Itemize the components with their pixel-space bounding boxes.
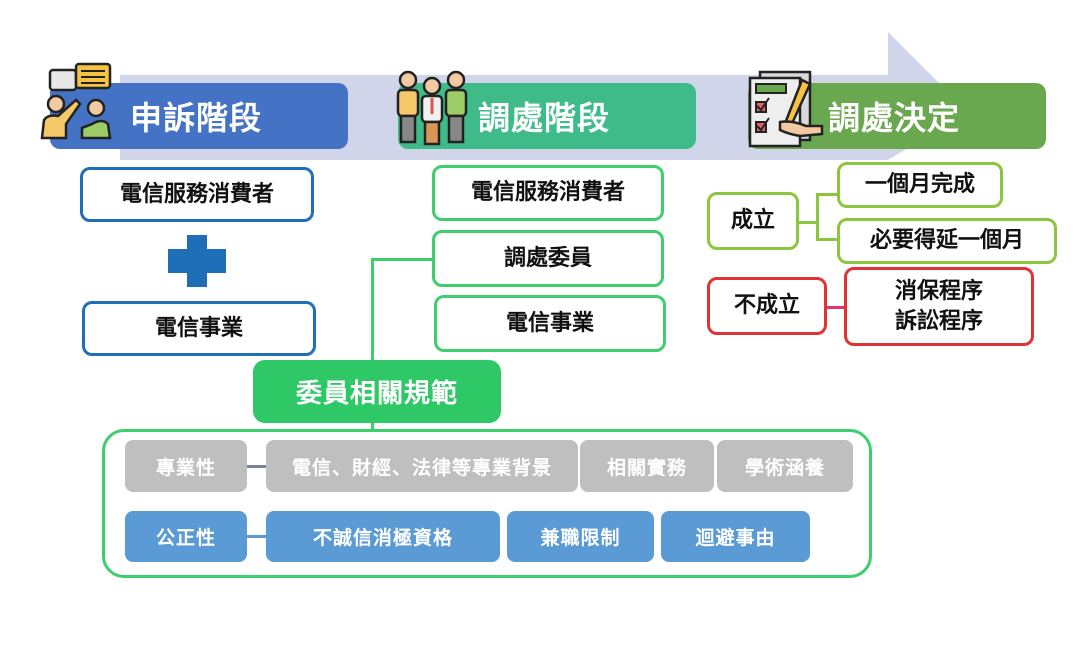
mediation-telecom-label: 電信事業 <box>505 310 594 336</box>
checklist-sign-icon <box>748 70 824 148</box>
mediation-consumer-label: 電信服務消費者 <box>470 180 625 206</box>
complaint-consumer-label: 電信服務消費者 <box>119 181 274 207</box>
complaint-telecom-label: 電信事業 <box>154 315 243 341</box>
not-established-connector <box>827 306 845 309</box>
decision-not-established-label: 不成立 <box>733 293 800 319</box>
group-people-icon <box>396 70 468 146</box>
stage-mediation-label: 調處階段 <box>478 99 611 137</box>
established-connector <box>799 221 817 224</box>
professionalism-connector <box>247 465 267 468</box>
norm-impartiality-item-text: 兼職限制 <box>540 527 621 549</box>
mediation-mediator-box: 調處委員 <box>432 230 664 287</box>
outcome-consumer-protection-label: 消保程序 <box>894 278 983 304</box>
norm-impartiality-item: 不誠信消極資格 <box>266 511 500 562</box>
impartiality-connector <box>247 535 267 538</box>
norm-impartiality-label: 公正性 <box>125 511 247 562</box>
decision-established-label: 成立 <box>730 208 775 234</box>
established-connector-bottom <box>816 238 838 241</box>
established-connector-vertical <box>816 193 819 241</box>
mediation-mediator-label: 調處委員 <box>503 245 592 271</box>
decision-established-box: 成立 <box>707 192 799 250</box>
mediation-consumer-box: 電信服務消費者 <box>432 165 664 221</box>
norm-professionalism-label: 專業性 <box>125 440 247 492</box>
outcome-one-month-box: 一個月完成 <box>837 162 1003 208</box>
connector-mediator-horizontal <box>371 258 433 261</box>
established-connector-top <box>816 193 838 196</box>
complaint-telecom-box: 電信事業 <box>82 301 316 356</box>
discussion-icon <box>40 62 112 140</box>
norm-professionalism-item-text: 電信、財經、法律等專業背景 <box>291 456 552 479</box>
outcome-one-month-label: 一個月完成 <box>864 172 975 198</box>
norm-professionalism-item: 學術涵養 <box>717 440 853 492</box>
complaint-consumer-box: 電信服務消費者 <box>80 167 314 222</box>
norm-professionalism-text: 專業性 <box>155 456 216 479</box>
decision-not-established-box: 不成立 <box>707 277 827 335</box>
outcome-extend-box: 必要得延一個月 <box>837 218 1057 264</box>
norm-professionalism-item-text: 相關實務 <box>606 456 687 479</box>
stage-decision-label: 調處決定 <box>828 99 961 137</box>
norm-impartiality-item: 兼職限制 <box>507 511 654 562</box>
stage-complaint-label: 申訴階段 <box>130 99 263 137</box>
norm-professionalism-item: 相關實務 <box>580 440 714 492</box>
outcome-litigation-label: 訴訟程序 <box>894 308 983 334</box>
norm-professionalism-item: 電信、財經、法律等專業背景 <box>266 440 578 492</box>
norm-professionalism-item-text: 學術涵養 <box>744 456 825 479</box>
norms-title-box: 委員相關規範 <box>253 360 501 423</box>
norms-container <box>102 429 872 578</box>
outcome-extend-label: 必要得延一個月 <box>869 228 1024 254</box>
norm-impartiality-item-text: 不誠信消極資格 <box>312 527 453 549</box>
norm-impartiality-text: 公正性 <box>155 527 216 549</box>
plus-icon <box>168 235 226 287</box>
connector-mediator-vertical <box>371 258 374 430</box>
norm-impartiality-item: 迴避事由 <box>661 511 810 562</box>
mediation-telecom-box: 電信事業 <box>434 295 666 352</box>
outcome-procedures-box: 消保程序 訴訟程序 <box>844 267 1034 346</box>
norms-title-label: 委員相關規範 <box>295 379 458 409</box>
norm-impartiality-item-text: 迴避事由 <box>695 527 776 549</box>
